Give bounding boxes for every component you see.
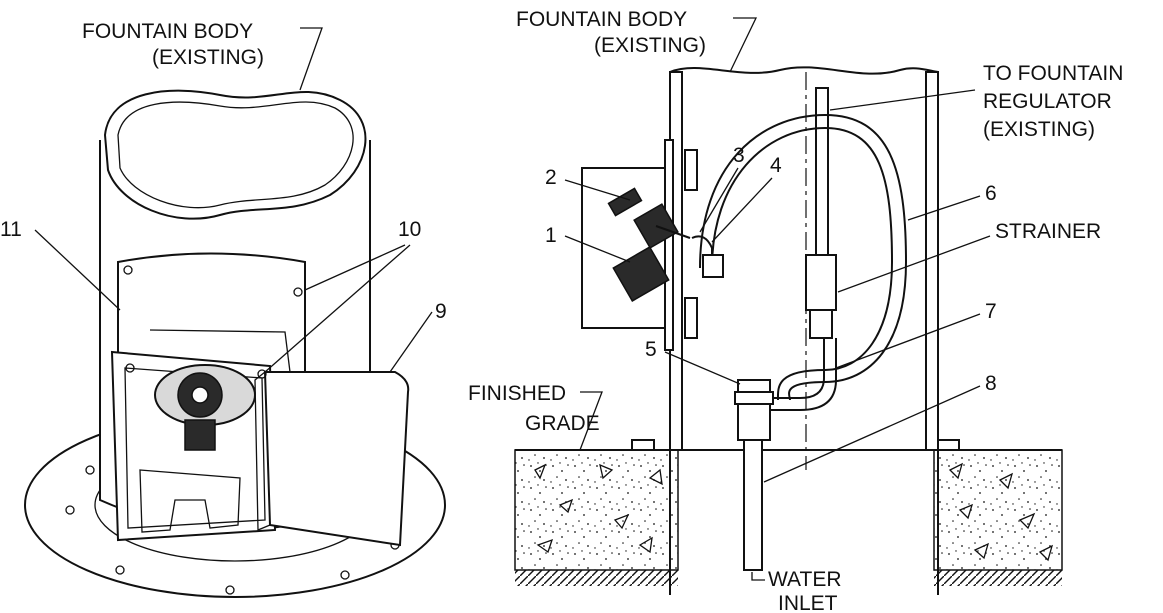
finished-grade-label-2: GRADE <box>525 412 600 435</box>
aggregate-triangles <box>534 462 1054 562</box>
right-callouts: FOUNTAIN BODY (EXISTING) TO FOUNTAIN REG… <box>468 8 1123 613</box>
water-inlet-label-2: INLET <box>778 592 838 613</box>
regulator-pipe <box>815 87 829 257</box>
flange-bolt-holes <box>65 465 400 595</box>
body-wall-right <box>925 71 939 451</box>
strainer-label: STRAINER <box>995 220 1101 243</box>
callout-7: 7 <box>985 300 997 323</box>
right-fountain-body-label-1: FOUNTAIN BODY <box>516 8 687 31</box>
right-section-view <box>514 66 1063 595</box>
left-fountain-body-label-2: (EXISTING) <box>152 46 264 69</box>
callout-6: 6 <box>985 182 997 205</box>
regulator-label-3: (EXISTING) <box>983 118 1095 141</box>
access-door <box>263 371 410 547</box>
tee-fitting <box>737 379 771 441</box>
left-isometric-view <box>24 89 446 598</box>
callout-1: 1 <box>545 224 557 247</box>
regulator-label-2: REGULATOR <box>983 90 1112 113</box>
callout-9: 9 <box>435 300 447 323</box>
valve-stem <box>184 419 216 451</box>
right-fountain-body-label-2: (EXISTING) <box>594 34 706 57</box>
cylinder-top-break <box>103 89 367 220</box>
strainer-body <box>805 254 837 311</box>
callout-10: 10 <box>398 218 421 241</box>
hose-loop-6 <box>699 113 908 401</box>
soil-right <box>933 449 1063 571</box>
water-inlet-pipe <box>743 439 763 571</box>
left-callouts: FOUNTAIN BODY (EXISTING) 11 10 9 <box>0 20 447 373</box>
callout-2: 2 <box>545 166 557 189</box>
water-inlet-label-1: WATER <box>768 568 842 591</box>
valve-handle-icon <box>177 372 223 418</box>
finished-grade-label-1: FINISHED <box>468 382 566 405</box>
callout-4: 4 <box>770 154 782 177</box>
regulator-label-1: TO FOUNTAIN <box>983 62 1123 85</box>
left-fountain-body-label-1: FOUNTAIN BODY <box>82 20 253 43</box>
callout-3: 3 <box>733 144 745 167</box>
callout-11: 11 <box>0 218 22 241</box>
callout-8: 8 <box>985 372 997 395</box>
callout-5: 5 <box>645 338 657 361</box>
